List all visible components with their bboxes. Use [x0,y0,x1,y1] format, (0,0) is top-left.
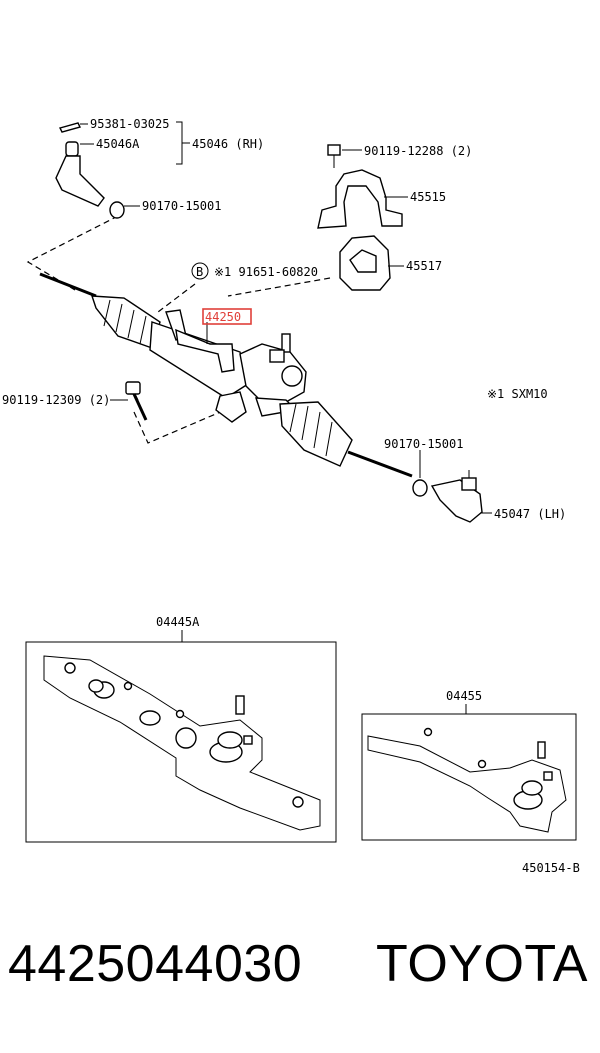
label-04455: 04455 [446,689,482,703]
label-45046a: 45046A [96,137,140,151]
bolt-90119-12309 [125,381,148,421]
part-number: 4425044030 [8,935,303,993]
label-45047-lh: 45047 (LH) [494,507,566,521]
inset-box-04445a [25,641,337,843]
label-90170-15001-bottom: 90170-15001 [384,437,463,451]
brand-name: TOYOTA [376,935,588,993]
callout-b-circle [191,262,209,280]
label-sxm10: ※1 SXM10 [487,387,548,401]
parts-diagram: 95381-03025 45046A 45046 (RH) 90170-1500… [2,117,580,875]
label-45517: 45517 [406,259,442,273]
tie-rod-end-rh [55,122,125,219]
label-95381-03025: 95381-03025 [90,117,169,131]
bushing-45517 [339,235,391,291]
label-90119-12309: 90119-12309 (2) [2,393,110,407]
inset-rack-04455 [367,727,567,833]
part-highlight-box [202,308,252,325]
tie-rod-end-lh [412,470,483,523]
bracket-45515 [317,144,403,229]
label-45515: 45515 [410,190,446,204]
steering-rack [39,272,413,478]
label-44250: 44250 [205,310,241,324]
label-91651-60820: ※1 91651-60820 [214,265,318,279]
label-figure-reference: 450154-B [522,861,580,875]
label-90119-12288: 90119-12288 (2) [364,144,472,158]
inset-rack-04445a [43,655,321,831]
label-90170-15001-top: 90170-15001 [142,199,221,213]
inset-box-04455 [361,713,577,841]
label-04445a: 04445A [156,615,200,629]
label-45046-rh: 45046 (RH) [192,137,264,151]
dashed-reference-lines [26,215,331,444]
label-callout-b: B [196,265,203,279]
